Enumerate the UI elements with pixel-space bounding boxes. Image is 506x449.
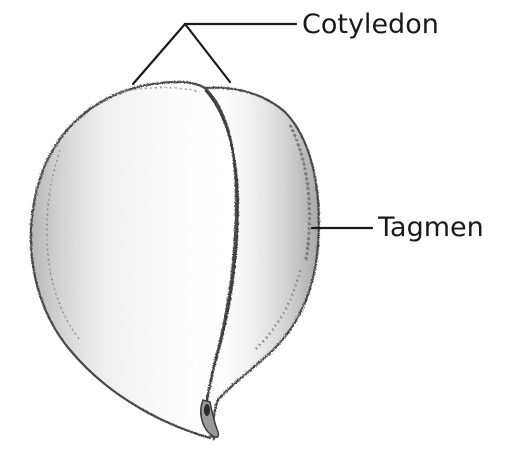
tagmen-label: Tagmen bbox=[377, 212, 484, 243]
cotyledon-leader bbox=[133, 24, 296, 84]
cotyledon-label: Cotyledon bbox=[302, 9, 439, 40]
left-cotyledon bbox=[31, 82, 236, 438]
